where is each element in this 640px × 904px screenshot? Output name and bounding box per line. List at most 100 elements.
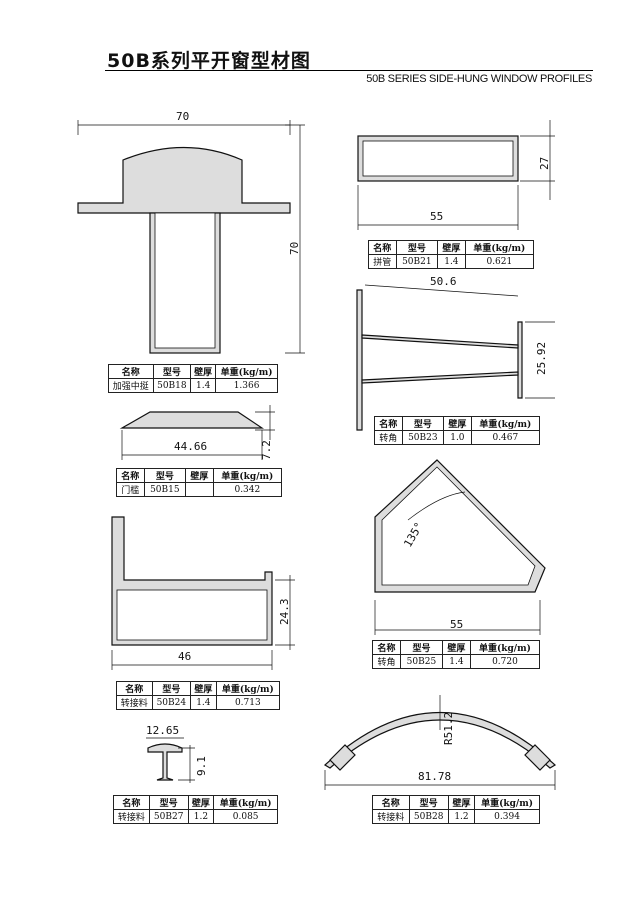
table-cell: 转接料 (372, 809, 410, 824)
profile-50B15-drawing: 44.66 7.2 (119, 405, 275, 460)
table-cell: 50B25 (399, 654, 443, 669)
table-cell: 50B23 (401, 430, 445, 445)
table-cell: 50B21 (395, 254, 439, 269)
table-header-row: 名称型号壁厚单重(kg/m) (372, 795, 540, 810)
profile-50B21-drawing: 55 27 (357, 120, 555, 230)
table-cell: 转接料 (113, 809, 150, 824)
table-cell: 壁厚 (190, 364, 217, 379)
table-cell: 1.4 (190, 695, 217, 710)
dim-width: 70 (176, 110, 189, 123)
table-cell: 0.394 (474, 809, 540, 824)
table-cell: 型号 (395, 240, 439, 255)
table-cell: 转角 (374, 430, 403, 445)
table-cell: 单重(kg/m) (212, 468, 283, 483)
table-cell: 名称 (374, 416, 403, 431)
table-cell: 壁厚 (187, 795, 215, 810)
dim-height: 70 (288, 242, 301, 255)
dim-height: 24.3 (278, 599, 291, 626)
table-cell: 0.621 (464, 254, 535, 269)
table-cell: 门槛 (116, 482, 145, 497)
table-cell: 壁厚 (190, 681, 217, 696)
table-cell: 单重(kg/m) (464, 240, 535, 255)
dim-radius: R51.2 (442, 712, 455, 745)
table-cell: 1.4 (441, 654, 471, 669)
table-cell: 50B18 (152, 378, 192, 393)
table-cell: 型号 (148, 795, 189, 810)
table-cell: 50B27 (148, 809, 189, 824)
table-cell: 1.2 (187, 809, 215, 824)
dim-height: 7.2 (260, 440, 273, 460)
profile-50B27-drawing: 12.65 9.1 (146, 724, 208, 783)
dim-height: 25.92 (535, 342, 548, 375)
profile-50B24-drawing: 46 24.3 (111, 516, 295, 670)
page-title: 50B系列平开窗型材图 (107, 50, 311, 72)
profile-50B23-drawing: 50.6 25.92 (356, 275, 555, 431)
profile-50B25-drawing: 55 135° (374, 459, 546, 635)
dim-width: 81.78 (418, 770, 451, 783)
table-cell: 名称 (116, 468, 145, 483)
table-cell: 单重(kg/m) (470, 416, 541, 431)
table-cell: 名称 (372, 795, 410, 810)
table-cell: 型号 (401, 416, 445, 431)
table-cell: 名称 (368, 240, 397, 255)
table-header-row: 名称型号壁厚单重(kg/m) (116, 681, 281, 696)
table-cell: 单重(kg/m) (469, 640, 541, 655)
table-header-row: 名称型号壁厚单重(kg/m) (113, 795, 278, 810)
table-cell: 50B24 (151, 695, 192, 710)
table-cell (185, 482, 214, 497)
profile-50B28-drawing: 81.78 R51.2 (324, 695, 556, 790)
table-cell: 壁厚 (443, 416, 472, 431)
table-cell: 50B15 (143, 482, 187, 497)
table-cell: 0.713 (215, 695, 281, 710)
table-header-row: 名称型号壁厚单重(kg/m) (116, 468, 283, 483)
table-cell: 1.2 (447, 809, 476, 824)
table-cell: 1.0 (443, 430, 472, 445)
table-cell: 1.366 (215, 378, 278, 393)
table-cell: 型号 (408, 795, 449, 810)
dim-width: 12.65 (146, 724, 179, 737)
dim-height: 9.1 (195, 756, 208, 776)
table-header-row: 名称型号壁厚单重(kg/m) (372, 640, 541, 655)
table-cell: 型号 (143, 468, 187, 483)
table-header-row: 名称型号壁厚单重(kg/m) (374, 416, 541, 431)
profile-50B18-drawing: 70 70 (77, 110, 305, 354)
table-cell: 名称 (116, 681, 153, 696)
table-header-row: 名称型号壁厚单重(kg/m) (108, 364, 278, 379)
dim-width: 55 (430, 210, 443, 223)
table-cell: 壁厚 (447, 795, 476, 810)
table-cell: 名称 (372, 640, 401, 655)
table-cell: 单重(kg/m) (215, 681, 281, 696)
table-cell: 加强中挺 (108, 378, 154, 393)
table-header-row: 名称型号壁厚单重(kg/m) (368, 240, 535, 255)
table-cell: 0.467 (470, 430, 541, 445)
table-cell: 0.720 (469, 654, 541, 669)
table-cell: 转接料 (116, 695, 153, 710)
table-cell: 单重(kg/m) (215, 364, 278, 379)
table-cell: 1.4 (190, 378, 217, 393)
table-cell: 0.085 (213, 809, 278, 824)
table-cell: 拼管 (368, 254, 397, 269)
table-cell: 名称 (113, 795, 150, 810)
table-cell: 0.342 (212, 482, 283, 497)
dim-width: 50.6 (430, 275, 457, 288)
table-cell: 型号 (152, 364, 192, 379)
table-cell: 转角 (372, 654, 401, 669)
table-cell: 壁厚 (185, 468, 214, 483)
table-cell: 单重(kg/m) (213, 795, 278, 810)
dim-height: 27 (538, 157, 551, 170)
